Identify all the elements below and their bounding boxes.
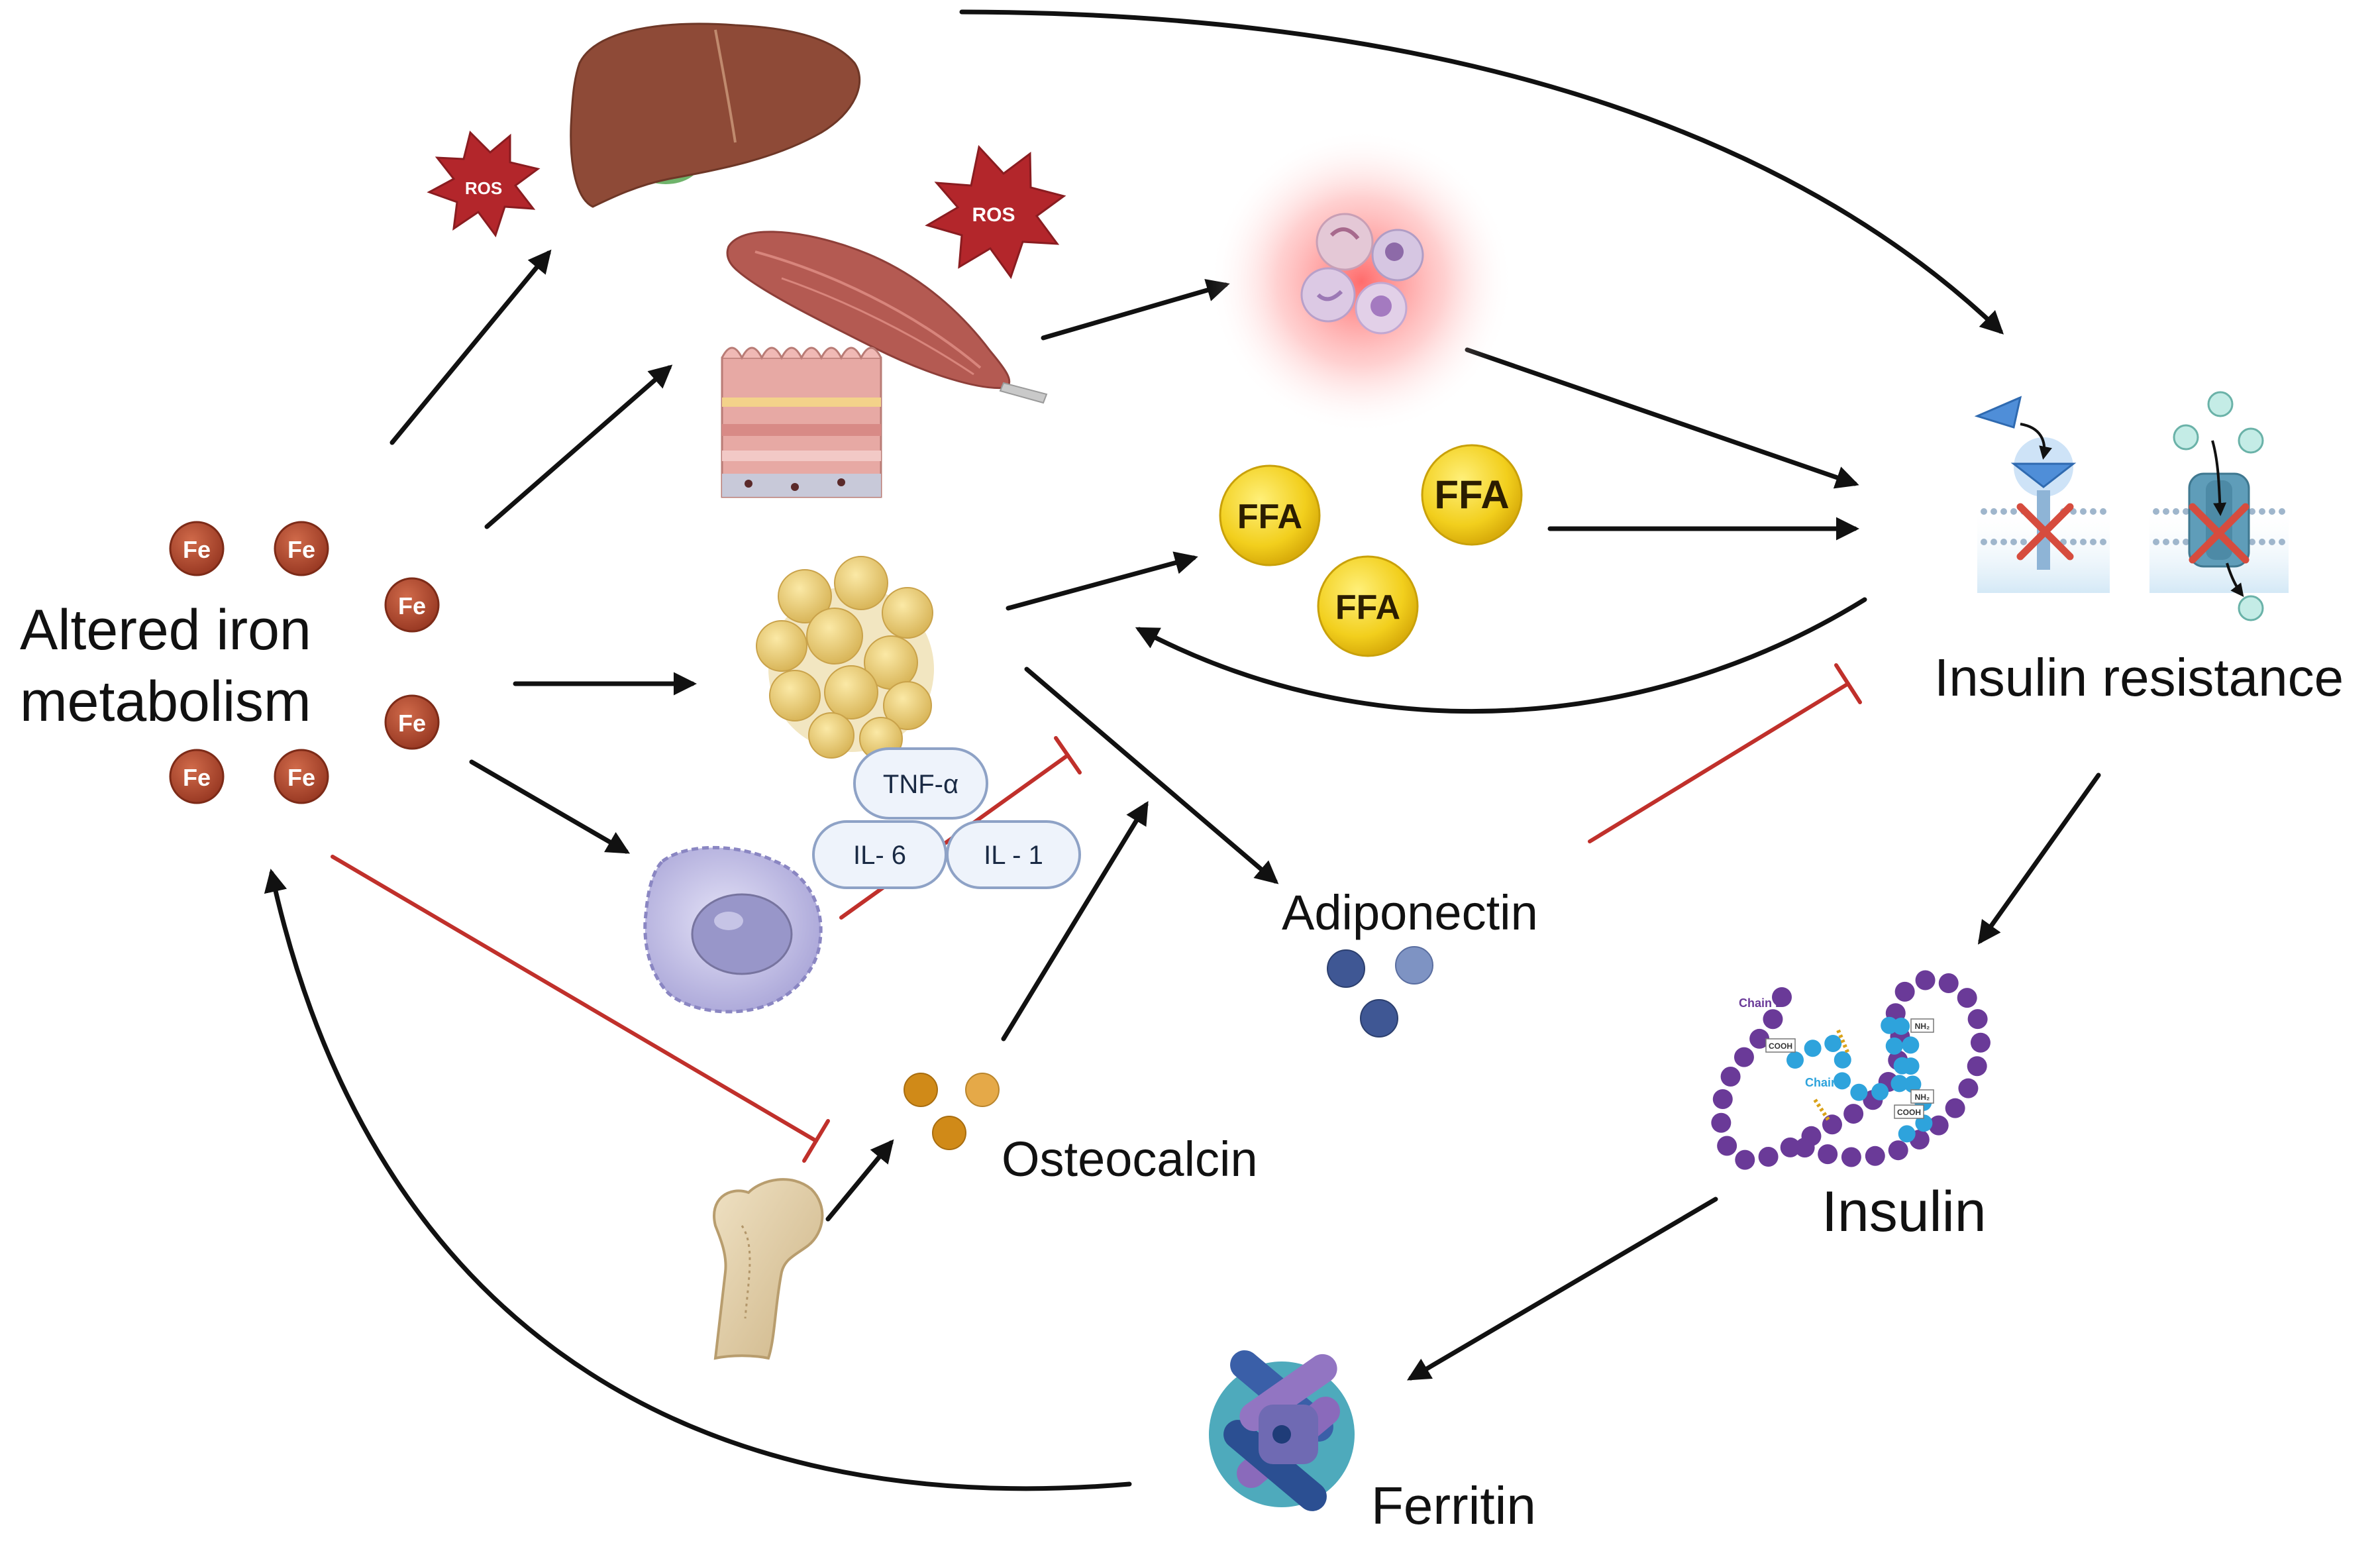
ros-icon-1: ROS — [427, 131, 541, 238]
cytokine-il6-label: IL- 6 — [853, 841, 906, 870]
insulin-resistance-label: Insulin resistance — [1934, 648, 2344, 707]
inhibit-iron-to-bone — [331, 855, 818, 1143]
svg-text:Fe: Fe — [183, 764, 211, 791]
cytokine-il-1: IL - 1 — [946, 820, 1081, 889]
arrow-immune-to-insulin-resistance — [1465, 347, 1859, 489]
adiponectin-label: Adiponectin — [1282, 885, 1538, 940]
arrow-ferritin-to-iron — [264, 869, 1132, 1491]
svg-text:Fe: Fe — [398, 592, 426, 619]
macrophage-icon — [643, 845, 823, 1014]
ffa-label-3: FFA — [1335, 588, 1400, 627]
arrow-muscle-to-immune — [1041, 279, 1230, 341]
insulin-nh2-tag-2: NH₂ — [1910, 1089, 1934, 1104]
altered-iron-label-line2: metabolism — [20, 670, 311, 733]
insulin-cooh-tag-1: COOH — [1765, 1038, 1796, 1053]
svg-text:Fe: Fe — [287, 764, 315, 791]
arrow-iron-to-muscle-gut — [484, 364, 673, 529]
arrow-osteocalcin-to-cytokines — [1001, 801, 1149, 1041]
svg-text:NH₂: NH₂ — [1915, 1022, 1930, 1031]
activation-arrows — [264, 9, 2101, 1491]
inhibit-adiponectin-to-insulin-resistance — [1588, 682, 1850, 843]
ffa-molecule-1: FFA — [1219, 464, 1321, 566]
iron-atoms: Fe Fe Fe Fe Fe Fe — [169, 521, 440, 804]
svg-text:Fe: Fe — [287, 536, 315, 563]
adipose-tissue-icon — [756, 556, 934, 761]
insulin-chain-a-label: Chain A — [1805, 1076, 1849, 1089]
inhibit-adiponectin-to-insulin-resistance-cap — [1834, 663, 1862, 704]
osteocalcin-label: Osteocalcin — [1002, 1132, 1258, 1187]
arrow-adipose-to-adiponectin — [1024, 667, 1279, 884]
osteocalcin-molecules — [904, 1073, 1000, 1150]
muscle-icon — [726, 231, 1048, 404]
inhibit-iron-to-bone-cap — [802, 1119, 830, 1163]
arrow-insulin-to-ferritin — [1406, 1197, 1718, 1381]
ffa-molecule-2: FFA — [1421, 444, 1523, 546]
ros-icon-2: ROS — [925, 144, 1066, 280]
cytokine-il-6: IL- 6 — [812, 820, 947, 889]
svg-text:COOH: COOH — [1769, 1041, 1792, 1051]
cytokine-tnf-alpha: TNF-α — [853, 747, 988, 820]
inhibition-lines — [331, 663, 1862, 1163]
ffa-label-2: FFA — [1434, 472, 1509, 517]
cytokine-il1-label: IL - 1 — [984, 841, 1043, 870]
immune-cells-icon — [1209, 129, 1514, 434]
arrow-insulin-resistance-to-adipose — [1135, 597, 1867, 714]
arrow-bone-to-osteocalcin — [825, 1139, 894, 1222]
arrow-liver-to-insulin-resistance — [959, 9, 2004, 335]
cytokine-tnf-label: TNF-α — [883, 770, 958, 799]
ferritin-label: Ferritin — [1371, 1476, 1536, 1535]
altered-iron-label-line1: Altered iron — [20, 598, 311, 662]
adiponectin-molecules — [1327, 946, 1433, 1038]
fe-atom-6: Fe — [274, 749, 329, 804]
intestinal-tissue-icon — [721, 347, 882, 498]
fe-atom-4: Fe — [384, 694, 440, 750]
arrow-iron-to-macrophage — [469, 759, 631, 854]
svg-text:Fe: Fe — [398, 710, 426, 737]
glucose-transporter-icon — [2149, 391, 2289, 621]
insulin-molecule-icon: Chain B Chain A NH₂ NH₂ COOH COOH — [1711, 969, 1991, 1171]
arrow-adipose-to-ffa — [1006, 551, 1198, 611]
svg-text:NH₂: NH₂ — [1915, 1093, 1930, 1102]
inhibit-macrophage-to-cytokines-cap — [1054, 736, 1082, 774]
fe-atom-1: Fe — [169, 521, 225, 576]
ros-label-2: ROS — [972, 204, 1015, 226]
insulin-chain-b-label: Chain B — [1739, 996, 1784, 1010]
fe-atom-2: Fe — [274, 521, 329, 576]
insulin-cooh-tag-2: COOH — [1894, 1104, 1924, 1119]
insulin-receptor-icon — [1974, 396, 2110, 593]
arrow-iron-to-liver — [389, 249, 552, 445]
fe-atom-3: Fe — [384, 577, 440, 633]
fe-atom-5: Fe — [169, 749, 225, 804]
ferritin-icon — [1209, 1350, 1355, 1511]
ffa-label-1: FFA — [1237, 498, 1302, 536]
svg-text:Fe: Fe — [183, 536, 211, 563]
ffa-molecule-3: FFA — [1317, 555, 1419, 657]
svg-text:COOH: COOH — [1897, 1108, 1921, 1117]
insulin-nh2-tag-1: NH₂ — [1910, 1018, 1934, 1033]
insulin-label: Insulin — [1822, 1180, 1987, 1244]
arrow-insulin-resistance-to-insulin — [1977, 773, 2101, 945]
bone-icon — [713, 1178, 824, 1360]
ros-label-1: ROS — [465, 178, 502, 198]
liver-icon — [570, 23, 861, 208]
